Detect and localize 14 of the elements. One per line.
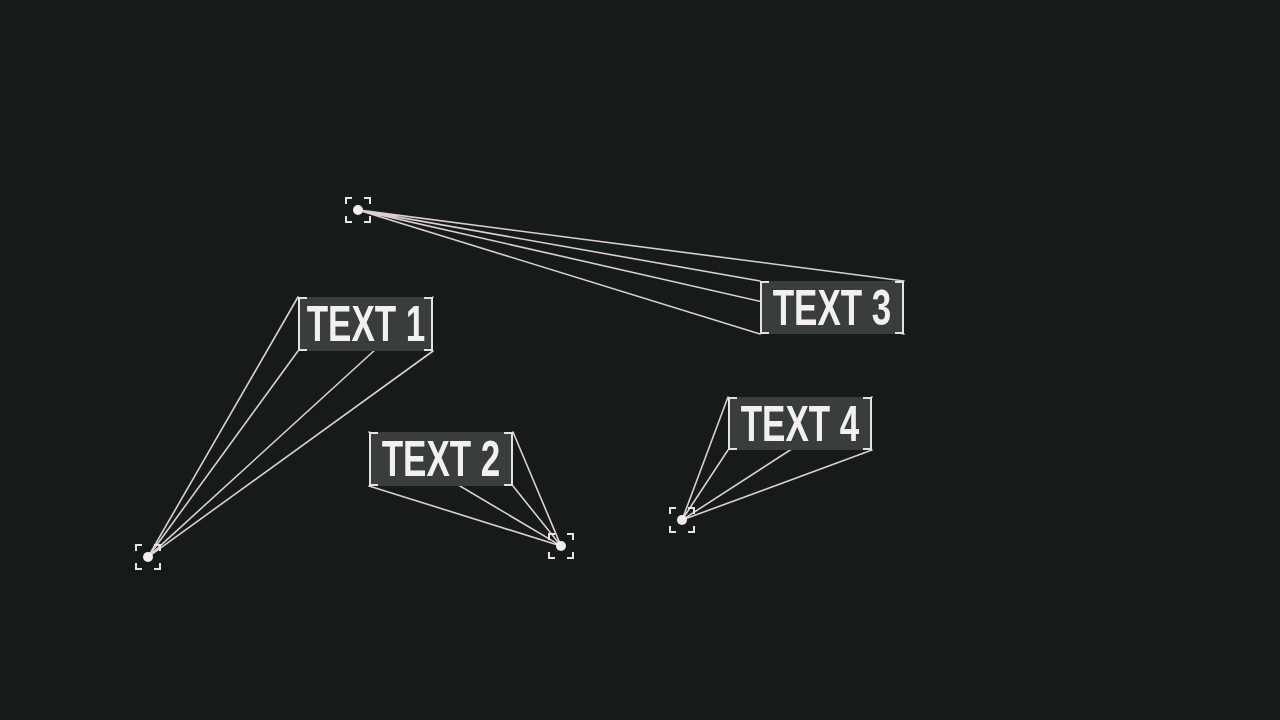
callout-label: TEXT 2 — [381, 434, 501, 484]
target-point-icon — [135, 544, 161, 570]
callout-box — [369, 432, 513, 486]
leader-line — [149, 296, 434, 555]
callout-label: TEXT 3 — [772, 282, 892, 333]
target-point-icon — [669, 507, 695, 533]
target-point-icon — [345, 197, 371, 223]
callout-label: TEXT 4 — [740, 398, 860, 449]
callout-label: TEXT 1 — [306, 299, 425, 349]
leader-line — [362, 209, 905, 335]
callout-box — [728, 397, 872, 450]
callout-box — [760, 281, 904, 334]
callout-box — [298, 297, 433, 351]
target-point-icon — [548, 533, 574, 559]
